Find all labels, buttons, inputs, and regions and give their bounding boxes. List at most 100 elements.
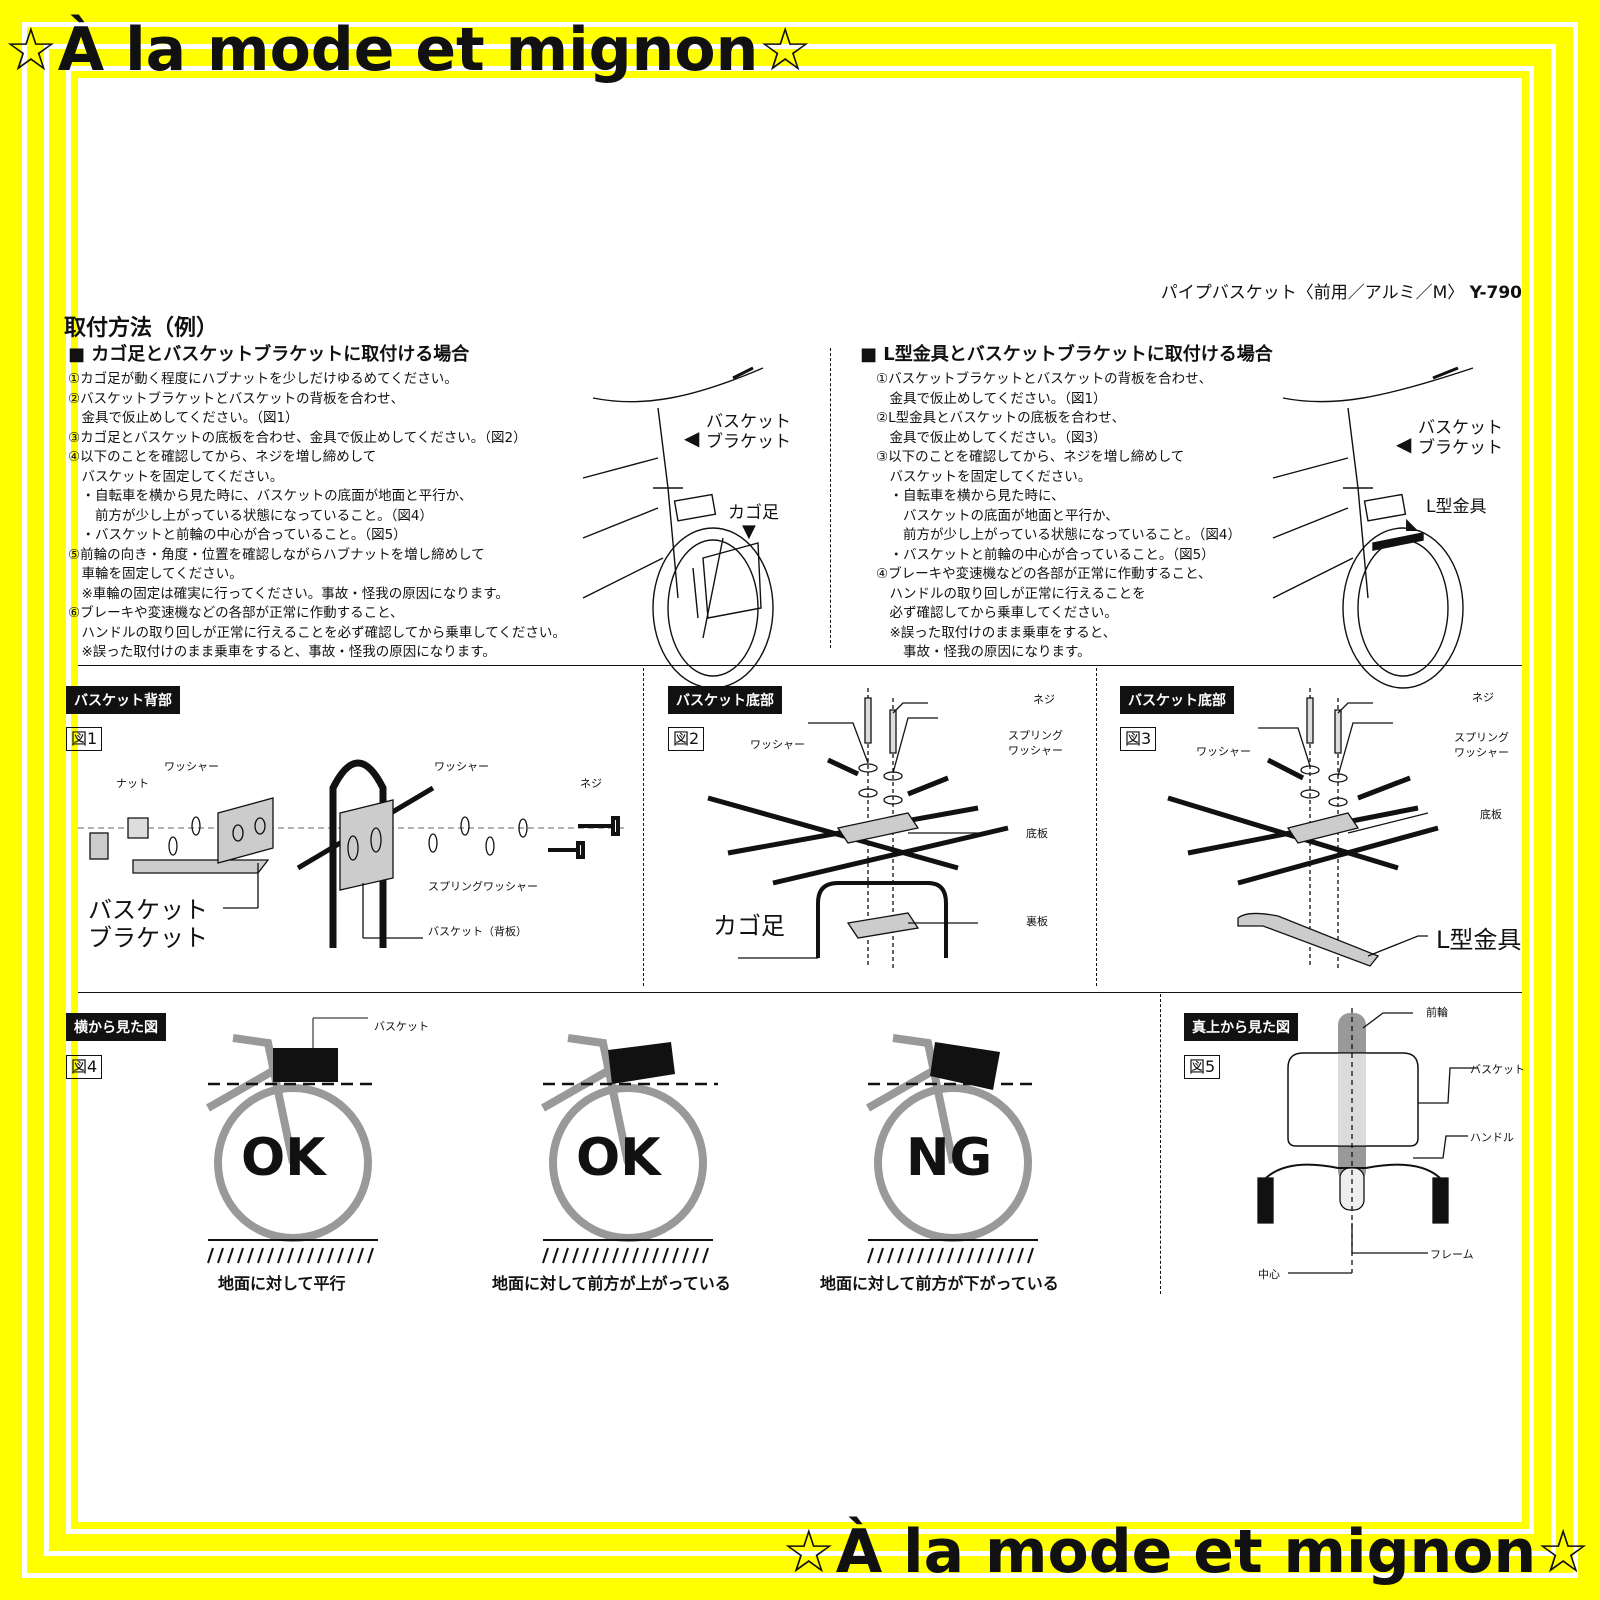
- fig5-handle: ハンドル: [1470, 1131, 1514, 1144]
- step-line: 前方が少し上がっている状態になっていること。（図4）: [68, 507, 433, 524]
- frame-line: [44, 44, 1556, 1556]
- fig3-diagram: [1167, 688, 1439, 968]
- fig1-back: バスケット（背板）: [428, 925, 527, 938]
- section-title: 取付方法（例）: [64, 316, 219, 341]
- fig4-caption-2: 地面に対して前方が上がっている: [492, 1274, 731, 1293]
- step-line: ・バスケットと前輪の中心が合っていること。（図5）: [876, 546, 1215, 563]
- step-line: バスケットを固定してください。: [68, 468, 284, 485]
- step-line: ・自転車を横から見た時に、: [876, 488, 1065, 504]
- fig4-caption-3: 地面に対して前方が下がっている: [820, 1274, 1059, 1293]
- step-line: ①バスケットブラケットとバスケットの背板を合わせ、: [876, 371, 1213, 387]
- step-line: ③カゴ足とバスケットの底板を合わせ、金具で仮止めしてください。（図2）: [68, 429, 527, 446]
- fig1-washer-a: ワッシャー: [164, 760, 219, 773]
- fig2-tag: バスケット底部: [668, 686, 782, 714]
- step-line: ②L型金具とバスケットの底板を合わせ、: [876, 410, 1126, 426]
- fig2-leg: カゴ足: [713, 912, 785, 940]
- step-line: バスケットの底面が地面と平行か、: [876, 507, 1119, 524]
- step-line: ※車輪の固定は確実に行ってください。事故・怪我の原因になります。: [68, 585, 509, 602]
- fig4-diagram: [206, 1017, 1038, 1264]
- fig2-back-plate: 裏板: [1026, 915, 1048, 928]
- callout-bracket-right: バスケット ブラケット: [1418, 418, 1503, 458]
- instruction-sheet: パイプバスケット〈前用／アルミ／M〉 Y-790 取付方法（例） ■ カゴ足とバ…: [64, 78, 1525, 1522]
- step-line: 前方が少し上がっている状態になっていること。（図4）: [876, 527, 1241, 543]
- fig2-washer: ワッシャー: [750, 738, 805, 751]
- product-name: パイプバスケット〈前用／アルミ／M〉: [1160, 283, 1465, 303]
- arrow-down-icon: ▼: [742, 521, 756, 542]
- bike-illustration-left: [582, 366, 774, 689]
- frame-line: [22, 22, 1578, 1578]
- callout-lbracket: L型金具: [1426, 497, 1487, 517]
- step-line: 必ず確認してから乗車してください。: [876, 605, 1118, 621]
- model-number: Y-790: [1469, 283, 1522, 303]
- step-line: ④ブレーキや変速機などの各部が正常に作動すること、: [876, 566, 1212, 582]
- fig1-nut: ナット: [116, 777, 149, 790]
- step-line: 金具で仮止めしてください。（図1）: [68, 410, 299, 426]
- fig4-label: 図4: [66, 1055, 103, 1079]
- arrow-left-icon: ◀: [684, 426, 700, 450]
- banner-top: ☆À la mode et mignon☆: [4, 15, 813, 85]
- step-line: 車輪を固定してください。: [68, 566, 243, 582]
- fig5-diagram: [1257, 1008, 1478, 1274]
- fig2-label: 図2: [668, 727, 705, 751]
- divider-vertical: [1160, 994, 1161, 1294]
- step-line: ④以下のことを確認してから、ネジを増し締めして: [68, 449, 377, 465]
- divider-vertical: [830, 348, 831, 648]
- step-line: ハンドルの取り回しが正常に行えることを必ず確認してから乗車してください。: [68, 624, 566, 641]
- divider-horizontal: [78, 665, 1522, 666]
- fig3-bottom: 底板: [1480, 808, 1502, 821]
- frame-line: [66, 66, 1534, 1534]
- fig5-center: 中心: [1258, 1268, 1280, 1281]
- fig2-spring: スプリング ワッシャー: [1008, 729, 1063, 757]
- fig1-screw: ネジ: [580, 777, 602, 790]
- fig3-spring: スプリング ワッシャー: [1454, 731, 1509, 759]
- fig2-screw: ネジ: [1033, 693, 1055, 706]
- fig1-bracket: バスケット ブラケット: [88, 896, 208, 952]
- bike-side-ng-down: [866, 1034, 1038, 1242]
- fig3-tag: バスケット底部: [1120, 686, 1234, 714]
- step-line: 事故・怪我の原因になります。: [876, 644, 1091, 660]
- fig1-tag: バスケット背部: [66, 686, 180, 714]
- fig4-tag: 横から見た図: [66, 1013, 166, 1041]
- fig5-front-wheel: 前輪: [1426, 1006, 1448, 1019]
- bike-illustration-right: [1272, 366, 1474, 689]
- right-method-steps: ①バスケットブラケットとバスケットの背板を合わせ、 金具で仮止めしてください。（…: [876, 370, 1241, 663]
- callout-leg: カゴ足: [728, 503, 779, 523]
- verdict-ok-1: OK: [241, 1128, 326, 1188]
- fig5-basket: バスケット: [1470, 1063, 1525, 1076]
- step-line: ・バスケットと前輪の中心が合っていること。（図5）: [68, 527, 407, 543]
- step-line: 金具で仮止めしてください。（図3）: [876, 429, 1107, 446]
- divider-vertical: [643, 668, 644, 986]
- arrow-left-icon: ◀: [1396, 432, 1412, 456]
- step-line: ②バスケットブラケットとバスケットの背板を合わせ、: [68, 390, 405, 407]
- step-line: ⑤前輪の向き・角度・位置を確認しながらハブナットを増し締めして: [68, 546, 485, 563]
- left-method-title: ■ カゴ足とバスケットブラケットに取付ける場合: [68, 344, 470, 365]
- step-line: ・自転車を横から見た時に、バスケットの底面が地面と平行か、: [68, 488, 473, 504]
- callout-bracket-left: バスケット ブラケット: [706, 412, 791, 452]
- verdict-ng: NG: [906, 1128, 993, 1188]
- step-line: ①カゴ足が動く程度にハブナットを少しだけゆるめてください。: [68, 371, 458, 387]
- fig4-basket-label: バスケット: [374, 1020, 429, 1033]
- fig1-diagram: [78, 759, 628, 948]
- step-line: バスケットを固定してください。: [876, 468, 1092, 485]
- arrow-down-left-icon: ◣: [1406, 514, 1419, 533]
- fig3-label: 図3: [1120, 727, 1157, 751]
- fig1-label: 図1: [66, 727, 103, 751]
- bike-side-ok-parallel: [206, 1017, 378, 1242]
- banner-bottom: ☆À la mode et mignon☆: [781, 1517, 1590, 1587]
- bike-side-ok-up: [541, 1034, 718, 1242]
- fig3-washer: ワッシャー: [1196, 745, 1251, 758]
- step-line: ※誤った取付けのまま乗車をすると、: [876, 624, 1117, 641]
- step-line: 金具で仮止めしてください。（図1）: [876, 390, 1107, 407]
- fig1-washer-b: ワッシャー: [434, 760, 489, 773]
- fig5-label: 図5: [1184, 1055, 1221, 1079]
- divider-horizontal: [78, 992, 1522, 993]
- fig2-diagram: [707, 688, 1009, 968]
- fig5-frame: フレーム: [1430, 1248, 1474, 1261]
- step-line: ⑥ブレーキや変速機などの各部が正常に作動すること、: [68, 605, 404, 621]
- fig5-tag: 真上から見た図: [1184, 1013, 1298, 1041]
- fig4-caption-1: 地面に対して平行: [218, 1274, 346, 1293]
- verdict-ok-2: OK: [576, 1128, 661, 1188]
- divider-vertical: [1096, 668, 1097, 986]
- step-line: ハンドルの取り回しが正常に行えることを: [876, 585, 1146, 602]
- product-header: パイプバスケット〈前用／アルミ／M〉 Y-790: [1161, 278, 1522, 303]
